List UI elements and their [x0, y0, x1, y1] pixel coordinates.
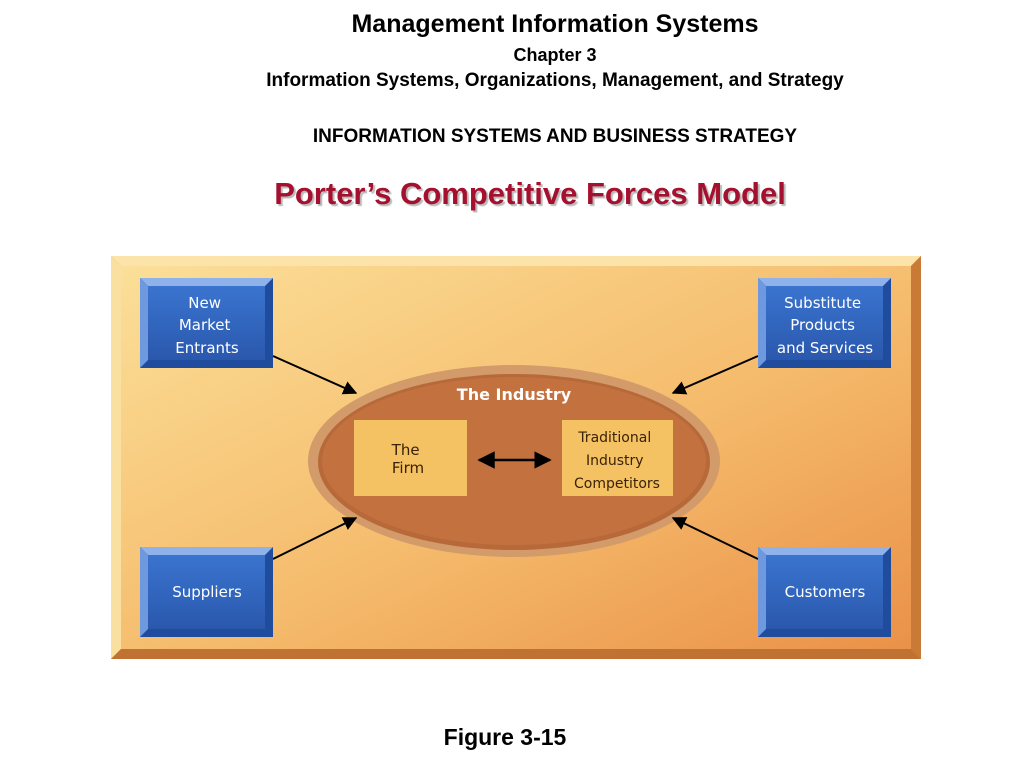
new-entrants-label-line: New	[188, 294, 221, 312]
substitutes-arrow	[671, 355, 759, 395]
new-entrants-label-line: Entrants	[175, 339, 239, 357]
industry-label: The Industry	[457, 385, 572, 404]
svg-text:Suppliers: Suppliers	[172, 583, 242, 601]
chapter-subtitle: Information Systems, Organizations, Mana…	[266, 70, 844, 91]
suppliers-box: Suppliers	[140, 547, 273, 637]
svg-text:Substitute Products: Substitute Products and Services	[777, 294, 873, 357]
chapter-label: Chapter 3	[513, 45, 597, 65]
substitutes-label-line: Products	[790, 316, 855, 334]
course-title: Management Information Systems	[351, 10, 759, 38]
competitors-label-line: Traditional	[577, 430, 651, 446]
figure-caption: Figure 3-15	[443, 724, 567, 750]
firm-label-line: The	[391, 441, 420, 459]
substitutes-label-line: Substitute	[784, 294, 861, 312]
firm-box: The Firm	[354, 420, 467, 496]
customers-arrow	[671, 517, 759, 560]
customers-box: Customers	[758, 547, 891, 637]
competitors-label-line: Industry	[586, 453, 644, 469]
new-entrants-label-line: Market	[179, 316, 231, 334]
competitors-box: Traditional Industry Competitors	[562, 420, 673, 496]
suppliers-label: Suppliers	[172, 583, 242, 601]
substitutes-box: Substitute Products and Services	[758, 278, 891, 368]
customers-label: Customers	[785, 583, 866, 601]
svg-text:Customers: Customers	[785, 583, 866, 601]
competitive-forces-diagram: The Industry The Firm Traditional Indust…	[111, 256, 921, 659]
competitors-label-line: Competitors	[574, 476, 660, 492]
new-entrants-arrow	[272, 355, 358, 395]
svg-text:New Market Ent: New Market Entrants	[175, 294, 239, 357]
svg-text:Traditional Industry: Traditional Industry Competitors	[574, 430, 660, 492]
svg-text:The Firm: The Firm	[391, 441, 425, 477]
firm-label-line: Firm	[392, 459, 424, 477]
suppliers-arrow	[272, 517, 358, 560]
substitutes-label-line: and Services	[777, 339, 873, 357]
section-heading: INFORMATION SYSTEMS AND BUSINESS STRATEG…	[312, 126, 798, 147]
slide-title: Porter’s Competitive Forces Model	[274, 176, 786, 211]
new-entrants-box: New Market Entrants	[140, 278, 273, 368]
